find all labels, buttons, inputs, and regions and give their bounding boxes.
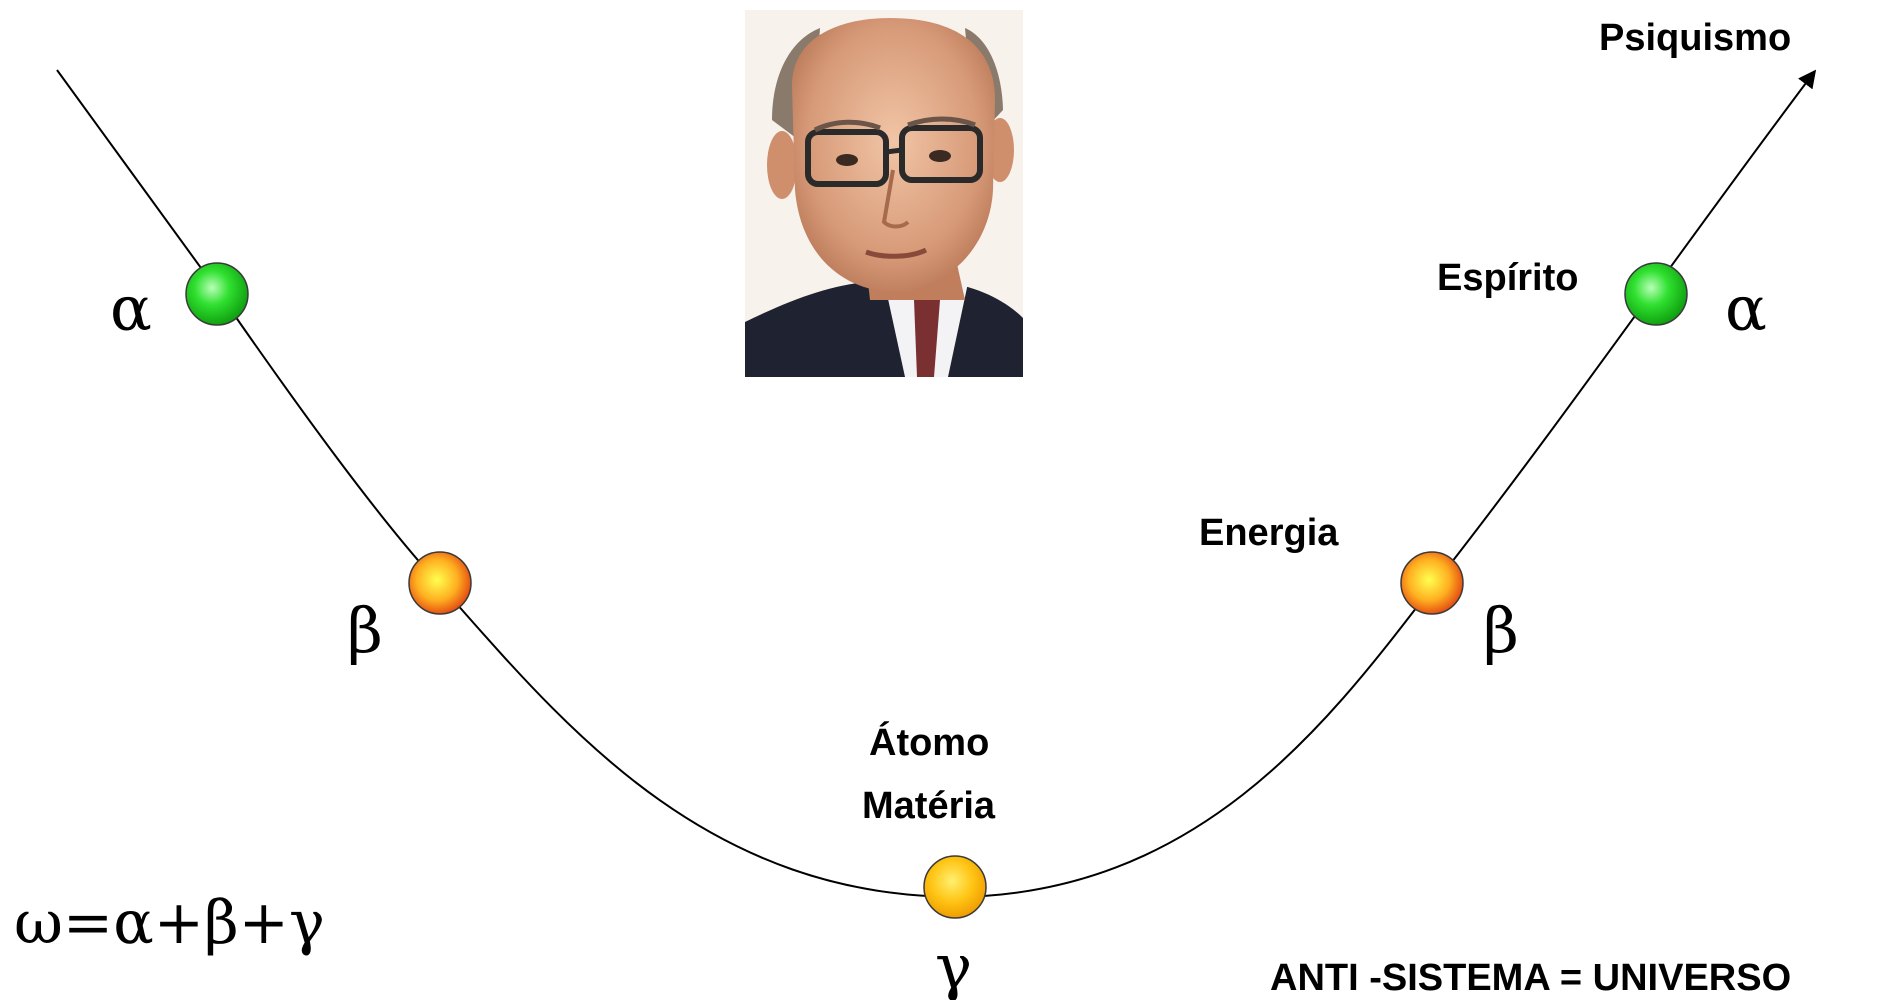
alpha-left-label: α bbox=[110, 272, 152, 345]
beta-left-node bbox=[408, 551, 472, 615]
beta-right-node bbox=[1400, 551, 1464, 615]
beta-right-label: β bbox=[1483, 594, 1519, 667]
alpha-right-label: α bbox=[1725, 272, 1767, 345]
energia-label: Energia bbox=[1199, 512, 1339, 554]
omega-formula: ω=α+β+γ bbox=[14, 888, 325, 958]
evolution-curve bbox=[56, 69, 1817, 899]
atomo-label: Átomo bbox=[869, 720, 989, 764]
alpha-left-node bbox=[185, 262, 249, 326]
beta-left-label: β bbox=[347, 594, 383, 667]
gamma-label: γ bbox=[935, 930, 972, 1000]
gamma-node bbox=[923, 855, 987, 919]
anti-sistema-label: ANTI -SISTEMA = UNIVERSO bbox=[1270, 957, 1791, 999]
alpha-right-node bbox=[1624, 262, 1688, 326]
espirito-label: Espírito bbox=[1437, 257, 1578, 299]
materia-label: Matéria bbox=[862, 785, 996, 827]
portrait-photo bbox=[745, 10, 1023, 377]
psiquismo-label: Psiquismo bbox=[1599, 17, 1791, 59]
